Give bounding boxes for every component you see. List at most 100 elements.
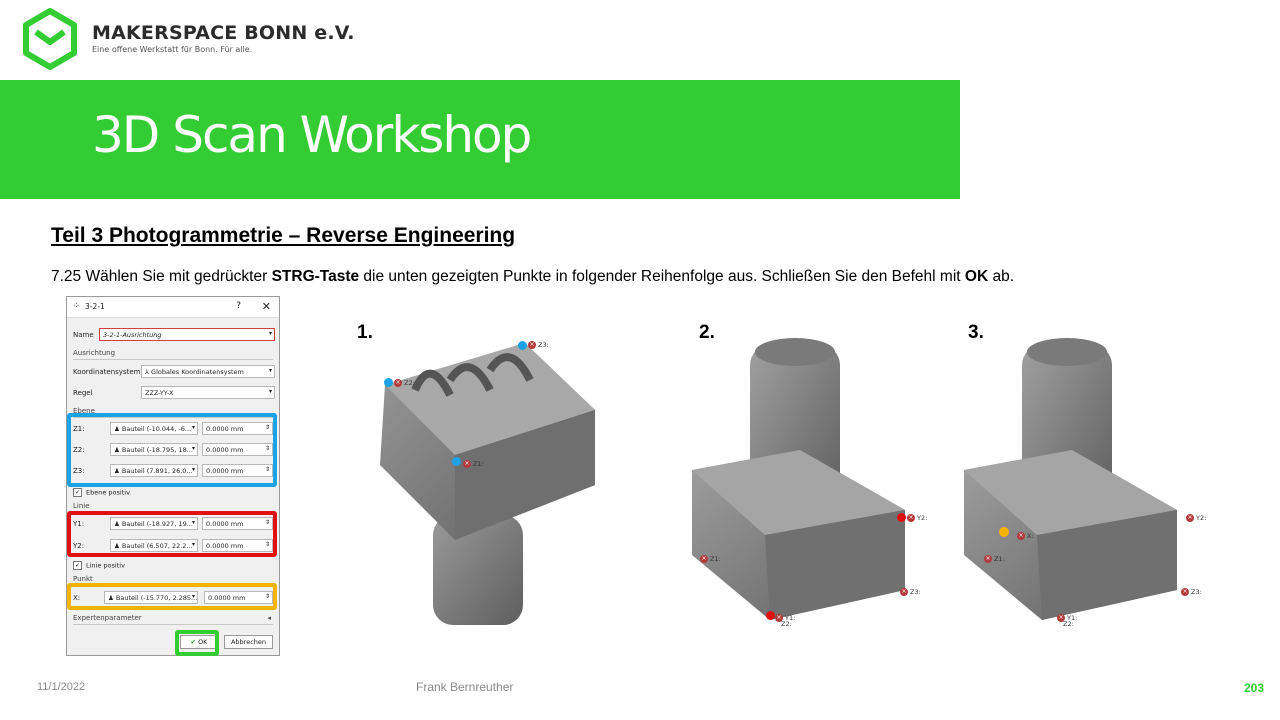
z3-value: 0.0000 mm: [206, 467, 244, 475]
title-banner: [0, 80, 960, 199]
step-2-marker-y1: ×Y1:: [775, 614, 795, 622]
chevron-down-icon: ▾: [268, 367, 272, 374]
line-positive-checkbox[interactable]: ✓Linie positiv: [73, 561, 125, 570]
z1-label: Z1:: [73, 425, 85, 433]
ok-label: OK: [198, 638, 208, 646]
checkmark-icon: ✓: [73, 561, 82, 570]
step-2-y1-label: Y1:: [785, 614, 796, 622]
instruction-key: STRG-Taste: [271, 268, 360, 285]
name-row: Name 3-2-1-Ausrichtung▾: [73, 327, 275, 343]
z1-value-input[interactable]: 0.0000 mm⇕: [202, 422, 273, 435]
y1-point: Bauteil (-18.927, 19...: [121, 520, 193, 528]
name-input[interactable]: 3-2-1-Ausrichtung▾: [99, 328, 275, 341]
rule-label: Regel: [73, 389, 93, 397]
z2-point-select[interactable]: ♟ Bauteil (-18.795, 18...▾: [110, 443, 198, 456]
close-button[interactable]: ✕: [261, 300, 271, 313]
part-icon: ♟: [114, 467, 122, 475]
x-value: 0.0000 mm: [208, 594, 246, 602]
step-3-number: 3.: [968, 322, 984, 343]
y1-value-input[interactable]: 0.0000 mm ⇕: [202, 517, 273, 530]
step-1-part-image: [380, 343, 595, 625]
plane-highlight-frame: [67, 413, 277, 487]
ok-check-icon: ✔: [190, 638, 199, 646]
ok-button[interactable]: ✔ OK: [180, 635, 218, 649]
z3-point: Bauteil (7.891, 26.0...: [121, 467, 193, 475]
spinner-icon: ⇕: [264, 593, 270, 600]
name-label: Name: [73, 331, 94, 339]
y1-label: Y1:: [73, 520, 85, 528]
y1-red-dot: [766, 611, 775, 620]
name-value: 3-2-1-Ausrichtung: [103, 331, 162, 339]
ok-highlight-frame: [175, 630, 219, 656]
step-2-z1-label: Z1:: [710, 555, 721, 563]
step-3-z2-label: Z2:: [1063, 620, 1074, 628]
step-2-z3-label: Z3:: [910, 588, 921, 596]
plane-row-z1: Z1: ♟ Bauteil (-10.044, -6...▾ 0.0000 mm…: [73, 421, 273, 437]
line-highlight-frame: [67, 511, 277, 557]
z1-point-select[interactable]: ♟ Bauteil (-10.044, -6...▾: [110, 422, 198, 435]
y1-value: 0.0000 mm: [206, 520, 244, 528]
expert-label: Expertenparameter: [73, 614, 142, 622]
step-3-z1-label: Z1:: [994, 555, 1005, 563]
z3-value-input[interactable]: 0.0000 mm⇕: [202, 464, 273, 477]
y1-point-select[interactable]: ♟ Bauteil (-18.927, 19...▾: [110, 517, 198, 530]
footer-author: Frank Bernreuther: [416, 680, 514, 694]
section-expert[interactable]: Expertenparameter ◂: [73, 614, 273, 625]
step-2-marker-z3: ×Z3:: [900, 588, 921, 596]
coord-row: Koordinatensystem ⅄ Globales Koordinaten…: [73, 364, 275, 380]
line-row-y2: Y2: ♟ Bauteil (6.507, 22.2...▾ 0.0000 mm…: [73, 538, 273, 554]
dialog-title: 3-2-1: [85, 302, 105, 311]
z1-blue-dot: [452, 457, 461, 466]
section-heading: Teil 3 Photogrammetrie – Reverse Enginee…: [51, 224, 516, 247]
dialog-titlebar: ⁘ 3-2-1 ? ✕: [67, 297, 279, 318]
marker-x-icon: ×: [700, 555, 708, 563]
y2-point: Bauteil (6.507, 22.2...: [121, 542, 193, 550]
section-plane: Ebene: [73, 407, 273, 418]
step-1-z1-label: Z1:: [473, 460, 484, 468]
section-alignment: Ausrichtung: [73, 349, 273, 360]
x-point: Bauteil (-15.770, 2.285...: [115, 594, 198, 602]
footer-date: 11/1/2022: [37, 681, 86, 693]
z2-blue-dot: [384, 378, 393, 387]
y2-value-input[interactable]: 0.0000 mm⇕: [202, 539, 273, 552]
cancel-button[interactable]: Abbrechen: [224, 635, 273, 649]
chevron-down-icon: ▾: [191, 593, 195, 600]
spinner-icon: ⇕: [264, 541, 270, 548]
rule-select[interactable]: ZZZ-YY-X▾: [141, 386, 275, 399]
step-1-z3-label: Z3:: [538, 341, 549, 349]
chevron-down-icon: ▾: [191, 541, 195, 548]
x-label: X:: [73, 594, 81, 602]
coord-label: Koordinatensystem: [73, 368, 141, 376]
step-2-number: 2.: [699, 322, 715, 343]
marker-x-icon: ×: [1017, 532, 1025, 540]
z1-point: Bauteil (-10.044, -6...: [121, 425, 192, 433]
step-3-part-image: [964, 338, 1177, 620]
step-3-marker-y2: ×Y2:: [1186, 514, 1206, 522]
z3-point-select[interactable]: ♟ Bauteil (7.891, 26.0...▾: [110, 464, 198, 477]
brand-name: MAKERSPACE BONN e.V.: [92, 22, 355, 44]
chevron-down-icon: ▾: [191, 466, 195, 473]
y2-point-select[interactable]: ♟ Bauteil (6.507, 22.2...▾: [110, 539, 198, 552]
x-value-input[interactable]: 0.0000 mm ⇕: [204, 591, 273, 604]
step-1-marker-z2: ×Z2:: [394, 379, 415, 387]
z3-label: Z3:: [73, 467, 85, 475]
step-2-marker-z1: ×Z1:: [700, 555, 721, 563]
plane-positive-label: Ebene positiv: [86, 488, 130, 497]
instruction-ok: OK: [964, 268, 989, 285]
plane-positive-checkbox[interactable]: ✓Ebene positiv: [73, 488, 130, 497]
step-3-x-label: X:: [1027, 532, 1034, 540]
coord-select[interactable]: ⅄ Globales Koordinatensystem▾: [141, 365, 275, 378]
chevron-left-icon: ◂: [267, 614, 271, 622]
y2-label: Y2:: [73, 542, 85, 550]
z2-value-input[interactable]: 0.0000 mm⇕: [202, 443, 273, 456]
brand-tagline: Eine offene Werkstatt für Bonn. Für alle…: [92, 45, 253, 54]
dialog-app-icon: ⁘: [73, 301, 80, 310]
rule-value: ZZZ-YY-X: [145, 389, 174, 397]
step-1-z2-label: Z2:: [404, 379, 415, 387]
part-icon: ♟: [114, 520, 122, 528]
x-point-select[interactable]: ♟ Bauteil (-15.770, 2.285...▾: [104, 591, 198, 604]
step-3-marker-y1: ×Y1:: [1057, 614, 1077, 622]
help-button[interactable]: ?: [236, 301, 241, 311]
z3-blue-dot: [518, 341, 527, 350]
spinner-icon: ⇕: [264, 519, 270, 526]
